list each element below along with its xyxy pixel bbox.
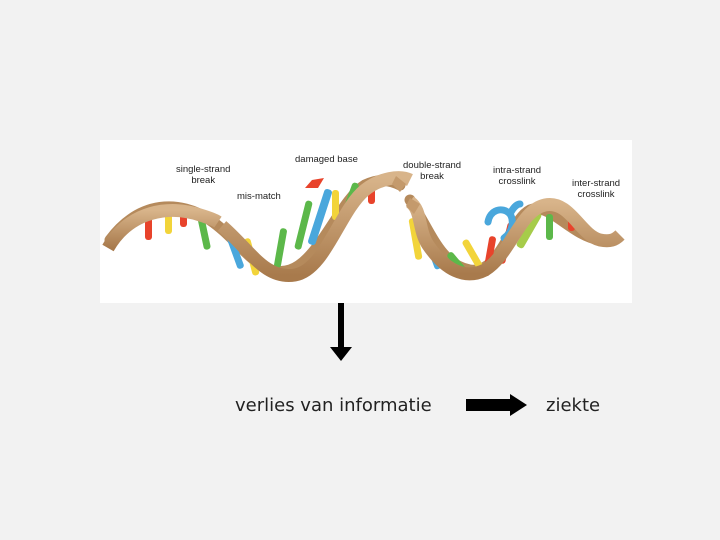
caption-information-loss: verlies van informatie (235, 395, 432, 416)
label-single-strand-break: single-strand break (176, 164, 231, 186)
damaged-base-mark (305, 178, 324, 188)
double-strand-break-end-right (406, 198, 420, 214)
label-double-strand-break: double-strand break (403, 160, 462, 182)
caption-disease: ziekte (546, 395, 601, 416)
label-inter-strand-crosslink: inter-strand crosslink (572, 178, 621, 200)
down-arrow (330, 303, 352, 361)
label-damaged-base: damaged base (295, 154, 358, 165)
label-intra-strand-crosslink: intra-strand crosslink (493, 165, 542, 187)
double-strand-break-end-left (392, 176, 406, 192)
dna-damage-diagram: single-strand break mis-match damaged ba… (100, 140, 632, 303)
front-strand-right (405, 196, 625, 281)
dna-helix-illustration (102, 171, 625, 283)
right-arrow (466, 394, 527, 416)
label-mis-match: mis-match (237, 191, 281, 202)
front-strand-left-b (217, 171, 413, 283)
front-strand-left-a (102, 204, 222, 252)
